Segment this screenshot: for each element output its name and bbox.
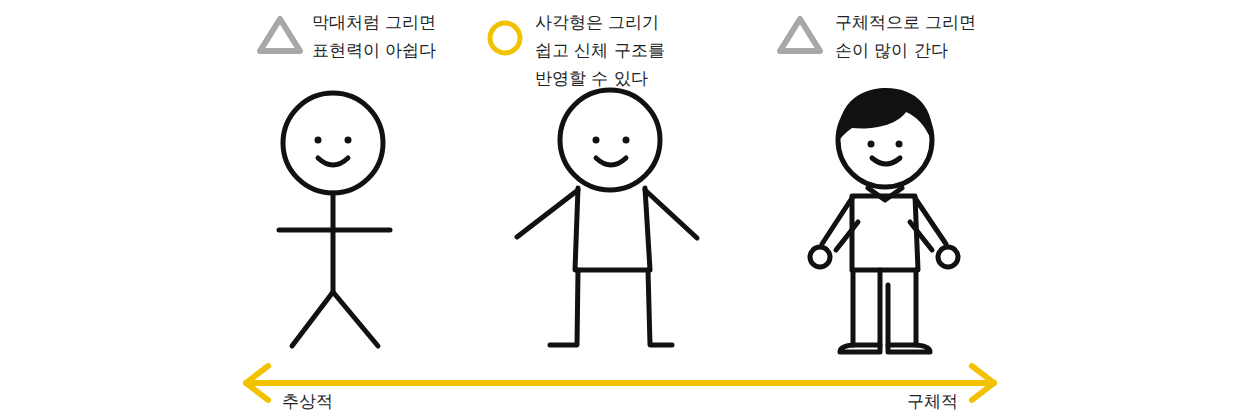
axis-arrow xyxy=(246,366,994,400)
eyes xyxy=(315,137,352,144)
axis-label: 구체적 xyxy=(905,391,960,411)
axis-label: 추상적 xyxy=(280,391,335,411)
stick-figure xyxy=(279,93,390,346)
triangle-mark xyxy=(780,19,820,51)
box-figure xyxy=(517,90,697,345)
eyes xyxy=(868,141,903,148)
detailed-figure xyxy=(810,93,958,352)
hair xyxy=(838,88,933,142)
circle-mark xyxy=(490,23,520,53)
caption-text: 사각형은 그리기 쉽고 신체 구조를 반영할 수 있다 xyxy=(535,8,735,92)
caption-text: 막대처럼 그리면 표현력이 아쉽다 xyxy=(312,8,477,64)
eyes xyxy=(593,137,630,144)
triangle-mark xyxy=(260,19,300,51)
caption-text: 구체적으로 그리면 손이 많이 간다 xyxy=(835,8,995,64)
